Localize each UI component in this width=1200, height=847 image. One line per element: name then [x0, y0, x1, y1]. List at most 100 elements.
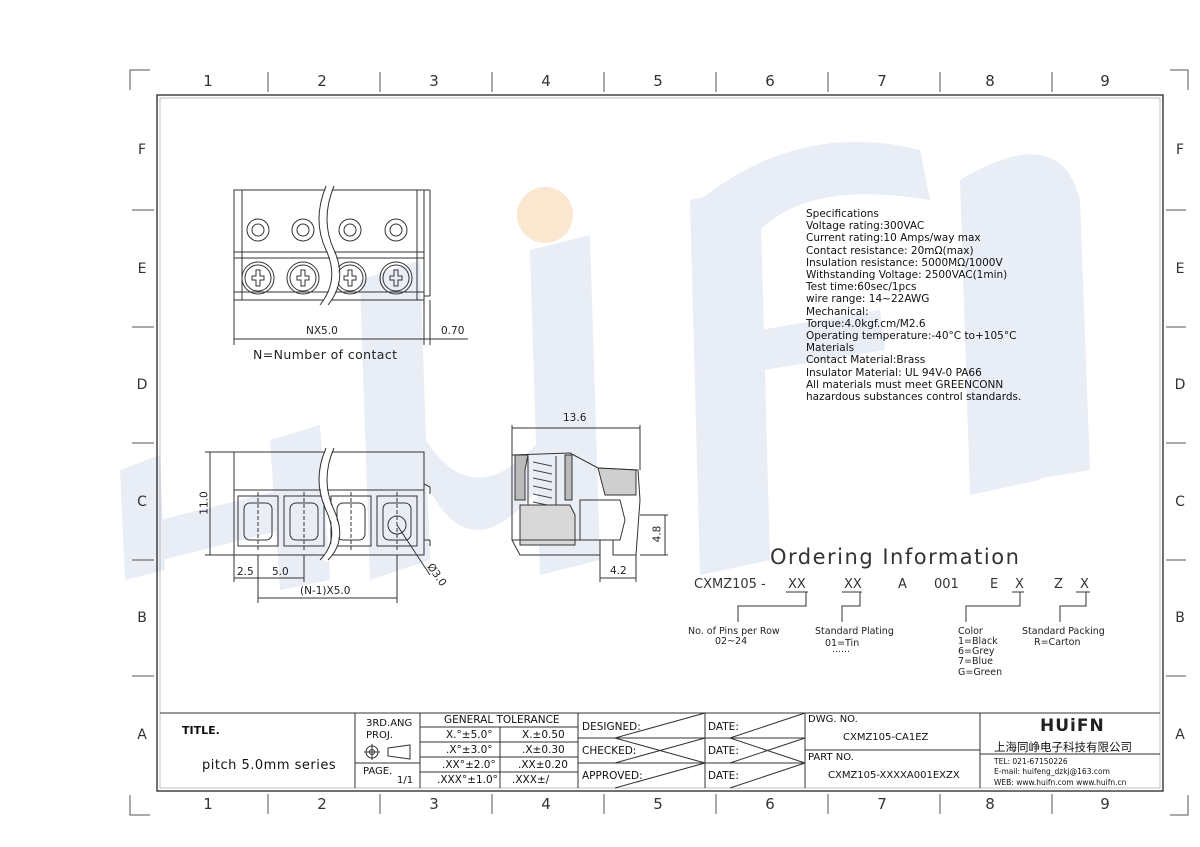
grid-row-e-right: E — [1175, 261, 1185, 277]
spec-line: Operating temperature:-40°C to+105°C — [806, 330, 1017, 343]
company-tel: TEL: 021-67150226 — [994, 757, 1068, 766]
grid-row-b: B — [137, 610, 147, 626]
ordering-code-e: E — [990, 577, 999, 592]
tolerance-linear: .X±0.30 — [522, 744, 565, 756]
color-option: 1=Black — [958, 636, 998, 647]
designed-label: DESIGNED: — [582, 721, 641, 733]
page-label: PAGE. — [363, 766, 393, 777]
ordering-code-color: X — [1015, 577, 1024, 592]
ordering-code-z: Z — [1054, 577, 1063, 592]
ordering-code-plating: XX — [844, 577, 862, 592]
grid-col-5-bottom: 5 — [653, 795, 663, 813]
dwg-no-value: CXMZ105-CA1EZ — [843, 732, 929, 743]
grid-col-9: 9 — [1100, 72, 1110, 90]
grid-col-1-bottom: 1 — [203, 795, 213, 813]
specifications: Specifications Voltage rating:300VAC Cur… — [806, 208, 1021, 403]
plating-label: Standard Plating — [815, 626, 894, 637]
dim-50: 5.0 — [272, 566, 289, 578]
grid-col-9-bottom: 9 — [1100, 795, 1110, 813]
grid-col-2: 2 — [317, 72, 327, 90]
plating-more: …… — [832, 645, 850, 655]
title-value: pitch 5.0mm series — [202, 758, 337, 773]
ordering-leaders — [737, 591, 1090, 622]
date-label: DATE: — [708, 721, 739, 733]
grid-row-f-right: F — [1175, 142, 1185, 158]
page-value: 1/1 — [397, 775, 414, 786]
ordering-code-pins: XX — [788, 577, 806, 592]
date-label: DATE: — [708, 745, 739, 757]
grid-row-e: E — [137, 261, 147, 277]
ordering-code-a: A — [898, 577, 907, 592]
company-logo: HUiFN — [1040, 716, 1105, 736]
checked-label: CHECKED: — [582, 745, 637, 757]
top-view — [233, 184, 468, 345]
projection-label: 3RD.ANG PROJ. — [366, 718, 413, 741]
grid-row-a-right: A — [1175, 727, 1185, 743]
spec-line: Materials — [806, 342, 855, 355]
date-label: DATE: — [708, 770, 739, 782]
color-option: 6=Grey — [958, 646, 995, 657]
ordering-code-prefix: CXMZ105 - — [694, 577, 766, 592]
tolerance-angle: .XX°±2.0° — [442, 759, 496, 771]
grid-col-6: 6 — [765, 72, 775, 90]
spec-line: Voltage rating:300VAC — [806, 220, 925, 233]
tolerance-angle: X.°±5.0° — [446, 729, 493, 741]
grid-col-3-bottom: 3 — [429, 795, 439, 813]
grid-col-4: 4 — [541, 72, 551, 90]
company-web: WEB: www.huifn.com www.huifn.cn — [994, 778, 1127, 787]
grid-col-6-bottom: 6 — [765, 795, 775, 813]
company-name: 上海同峥电子科技有限公司 — [994, 740, 1132, 754]
side-view — [511, 425, 668, 582]
spec-line: Insulator Material: UL 94V-0 PA66 — [806, 366, 982, 379]
dim-48: 4.8 — [651, 525, 664, 543]
grid-row-a: A — [137, 727, 147, 743]
grid-col-2-bottom: 2 — [317, 795, 327, 813]
grid-row-d: D — [136, 377, 148, 393]
approved-label: APPROVED: — [582, 770, 643, 782]
ordering-code-packing: X — [1080, 577, 1089, 592]
spec-line: Contact Material:Brass — [806, 354, 926, 367]
pins-label: No. of Pins per Row — [688, 626, 780, 637]
dim-11: 11.0 — [198, 491, 211, 515]
front-view — [205, 446, 431, 603]
title-label: TITLE. — [182, 724, 220, 737]
grid-row-c-right: C — [1175, 494, 1185, 510]
tolerance-linear: .XX±0.20 — [518, 759, 568, 771]
tolerance-angle: .XXX°±1.0° — [437, 774, 498, 786]
tolerance-linear: .XXX±/ — [512, 774, 550, 786]
grid-row-d-right: D — [1174, 377, 1186, 393]
part-no-value: CXMZ105-XXXXA001EXZX — [828, 770, 960, 781]
dim-070: 0.70 — [441, 325, 465, 337]
spec-line: Insulation resistance: 5000MΩ/1000V — [806, 256, 1003, 269]
part-no-label: PART NO. — [808, 752, 854, 763]
grid-col-7-bottom: 7 — [877, 795, 887, 813]
dim-42: 4.2 — [610, 565, 627, 577]
tolerance-angle: .X°±3.0° — [446, 744, 493, 756]
spec-line: hazardous substances control standards. — [806, 391, 1022, 404]
grid-row-f: F — [137, 142, 147, 158]
dim-nx5: NX5.0 — [306, 325, 338, 337]
grid-col-8-bottom: 8 — [985, 795, 995, 813]
company-email: E-mail: huifeng_dzkj@163.com — [994, 767, 1110, 776]
pins-value: 02~24 — [715, 636, 748, 647]
top-view-caption: N=Number of contact — [253, 347, 398, 362]
grid-col-4-bottom: 4 — [541, 795, 551, 813]
spec-line: Specifications — [806, 208, 879, 220]
spec-line: Withstanding Voltage: 2500VAC(1min) — [806, 269, 1008, 282]
grid-col-1: 1 — [203, 72, 213, 90]
grid-col-5: 5 — [653, 72, 663, 90]
title-block-lines — [160, 712, 1160, 789]
color-label: Color — [958, 626, 983, 637]
dwg-no-label: DWG. NO. — [808, 714, 858, 725]
color-option: 7=Blue — [958, 656, 994, 667]
spec-line: Current rating:10 Amps/way max — [806, 232, 981, 245]
tolerance-header: GENERAL TOLERANCE — [444, 714, 560, 726]
grid-col-7: 7 — [877, 72, 887, 90]
spec-line: Test time:60sec/1pcs — [806, 281, 917, 294]
grid-col-8: 8 — [985, 72, 995, 90]
ordering-title: Ordering Information — [770, 545, 1021, 569]
dim-25: 2.5 — [237, 566, 254, 578]
tolerance-linear: X.±0.50 — [522, 729, 565, 741]
packing-value: R=Carton — [1034, 637, 1081, 648]
